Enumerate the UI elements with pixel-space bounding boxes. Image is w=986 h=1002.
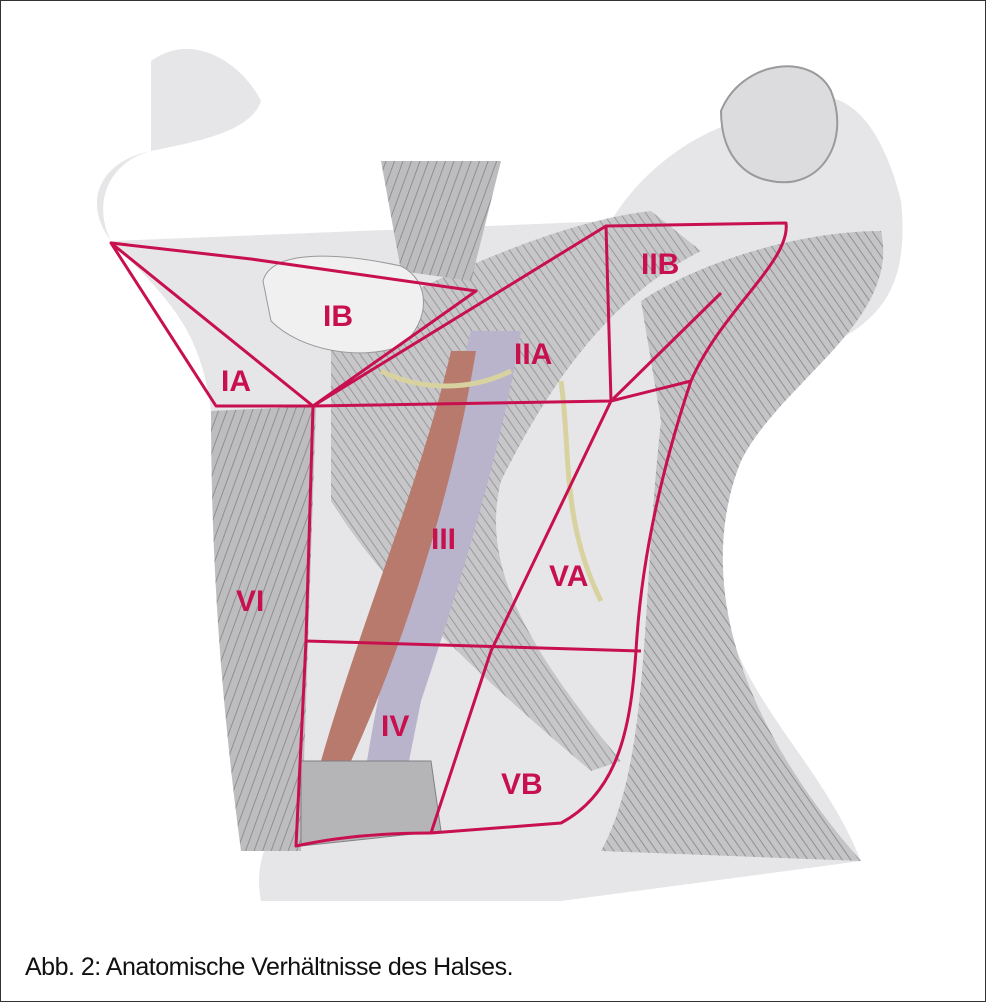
region-labels: IA IB IIA IIB III IV VA VB VI	[221, 248, 679, 801]
jugular-vein	[361, 331, 521, 801]
carotid-artery	[321, 351, 476, 761]
label-IA: IA	[221, 365, 251, 398]
label-IV: IV	[381, 710, 409, 743]
label-IIB: IIB	[641, 248, 679, 281]
label-IIA: IIA	[514, 338, 552, 371]
submandibular-gland	[262, 255, 424, 354]
label-VA: VA	[549, 560, 588, 593]
neck-level-outlines	[109, 221, 788, 848]
outline-level-VA	[429, 400, 613, 834]
label-VI: VI	[236, 585, 264, 618]
outline-level-IA	[109, 241, 315, 408]
outline-level-IIB	[605, 221, 788, 403]
figure-caption: Abb. 2: Anatomische Verhältnisse des Hal…	[25, 953, 514, 981]
label-IB: IB	[323, 300, 353, 333]
sternocleidomastoid	[331, 211, 701, 771]
muscle-neck	[211, 406, 316, 851]
label-III: III	[431, 523, 456, 556]
outline-level-IIA	[312, 224, 613, 408]
outline-level-IB	[110, 241, 478, 408]
label-VB: VB	[501, 768, 543, 801]
outline-level-IV	[294, 640, 432, 848]
ear	[719, 65, 839, 184]
strap-muscle	[381, 161, 501, 281]
muscle-posterior	[601, 231, 884, 861]
